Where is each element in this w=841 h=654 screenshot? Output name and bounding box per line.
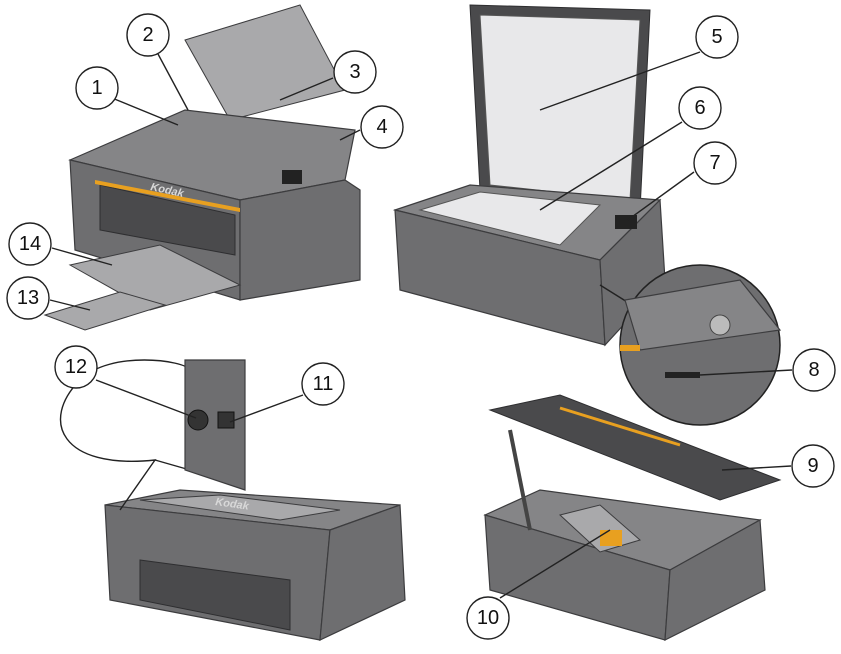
svg-text:9: 9 xyxy=(807,455,818,477)
accent-strip xyxy=(95,180,240,212)
output-slot xyxy=(99,184,236,256)
lid-support xyxy=(508,429,532,531)
printer-side xyxy=(664,519,766,642)
power-port xyxy=(187,409,209,431)
printer-rear-view: Kodak xyxy=(59,359,406,641)
callout-13: 13 xyxy=(6,276,50,320)
callout-11: 11 xyxy=(301,362,345,406)
callout-2: 2 xyxy=(126,13,170,57)
tray-extension xyxy=(43,291,167,331)
svg-text:7: 7 xyxy=(709,152,720,174)
callout-9: 9 xyxy=(791,444,835,488)
svg-text:13: 13 xyxy=(17,287,39,309)
callout-6: 6 xyxy=(678,86,722,130)
svg-text:12: 12 xyxy=(65,356,87,378)
callout-7: 7 xyxy=(693,141,737,185)
svg-text:4: 4 xyxy=(376,116,387,138)
callout-12: 12 xyxy=(54,345,98,389)
memory-card-slot xyxy=(665,372,700,378)
callout-10: 10 xyxy=(466,596,510,640)
svg-text:1: 1 xyxy=(91,77,102,99)
svg-text:6: 6 xyxy=(694,97,705,119)
svg-text:5: 5 xyxy=(711,26,722,48)
callout-5: 5 xyxy=(695,15,739,59)
printer-side xyxy=(239,179,361,301)
callout-8: 8 xyxy=(792,348,836,392)
leader-lines xyxy=(49,51,793,599)
lid-backing xyxy=(479,14,641,201)
printer-side xyxy=(319,504,406,641)
callout-14: 14 xyxy=(8,222,52,266)
printer-cartridge-view xyxy=(483,394,782,642)
ink-cartridge xyxy=(600,530,622,546)
callout-4: 4 xyxy=(360,105,404,149)
callout-1: 1 xyxy=(75,66,119,110)
svg-text:2: 2 xyxy=(142,24,153,46)
svg-text:8: 8 xyxy=(808,359,819,381)
svg-text:14: 14 xyxy=(19,233,41,255)
logo: Kodak xyxy=(215,496,251,513)
scanner-glass xyxy=(418,191,602,246)
svg-text:3: 3 xyxy=(349,61,360,83)
printer-scanner-view xyxy=(392,4,666,347)
printer-front-view: Kodak xyxy=(43,4,361,331)
paper-support xyxy=(184,4,346,121)
callout-3: 3 xyxy=(333,50,377,94)
usb-port xyxy=(217,411,235,429)
svg-text:11: 11 xyxy=(313,373,334,395)
rear-panel xyxy=(184,359,246,491)
lcd-display xyxy=(282,170,302,184)
printer-lid xyxy=(488,394,782,501)
card-slot-magnifier xyxy=(599,264,782,426)
svg-text:10: 10 xyxy=(477,607,499,629)
